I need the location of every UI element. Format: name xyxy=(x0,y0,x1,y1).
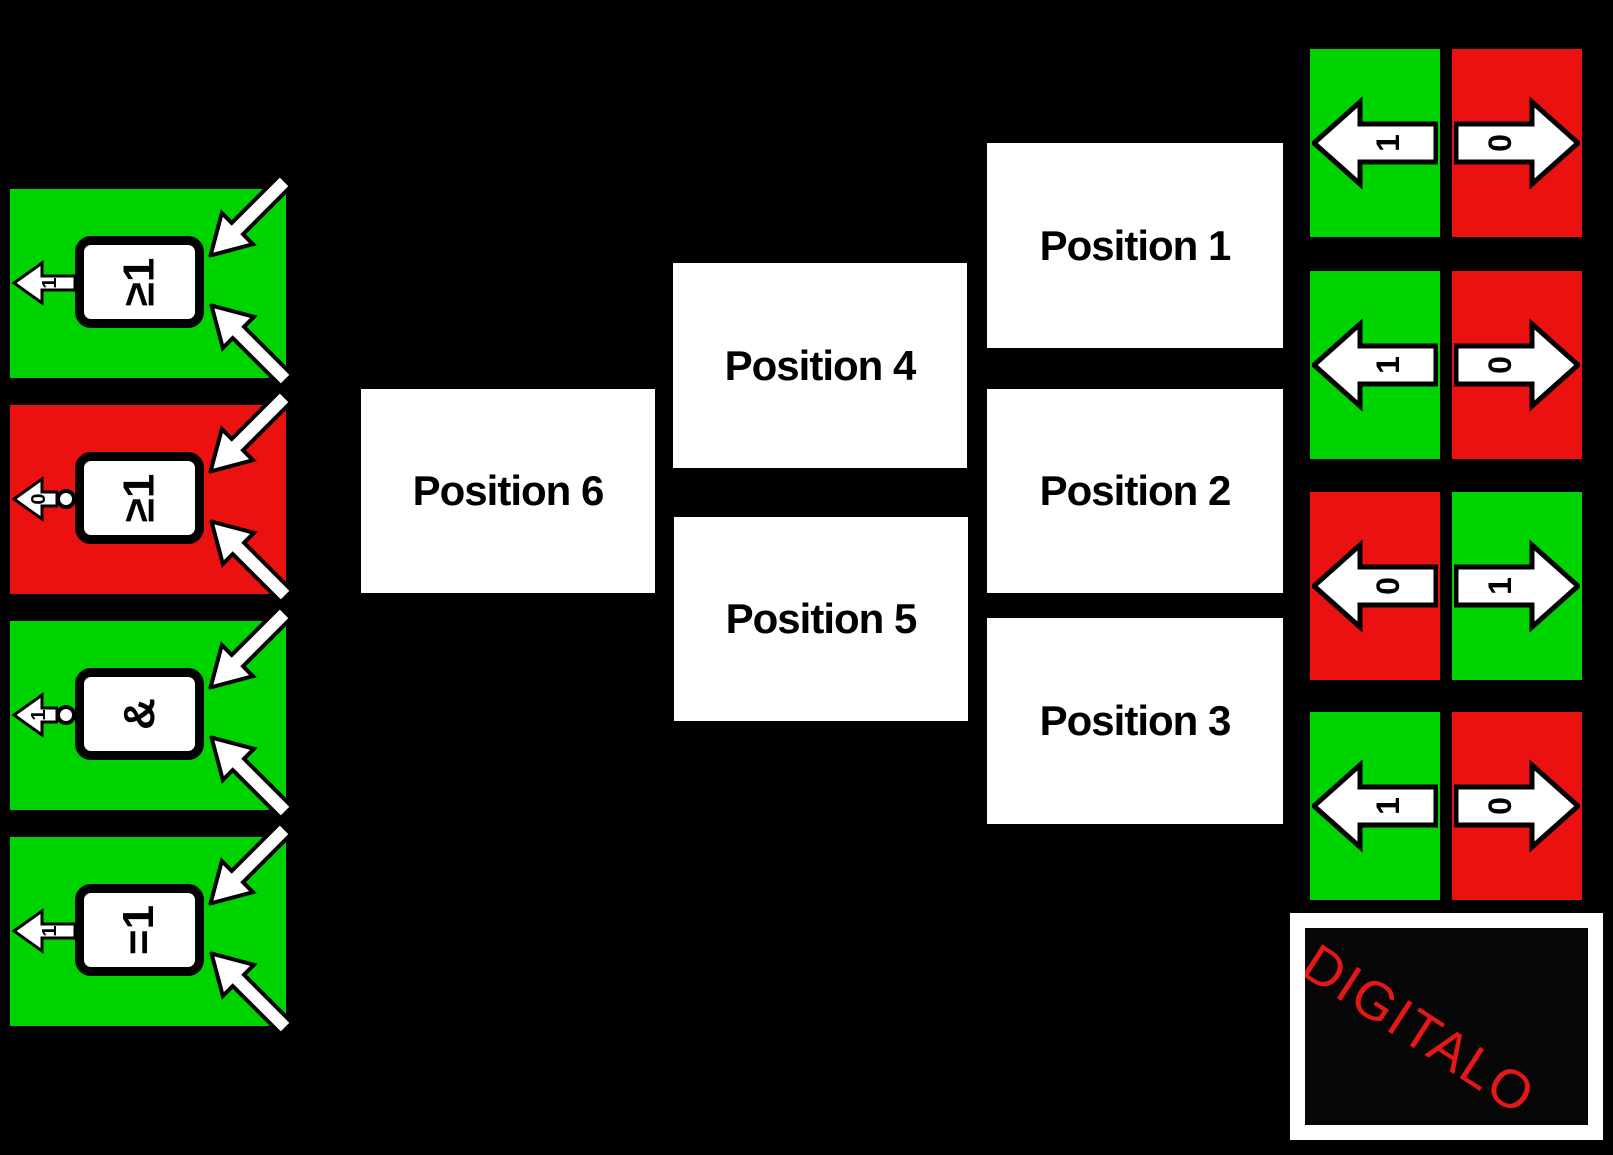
output-value: 1 xyxy=(38,925,61,937)
gate-symbol-box: =1 xyxy=(75,884,204,976)
tile-value: 1 xyxy=(1369,797,1406,815)
tile-value: 0 xyxy=(1481,134,1518,152)
input-arrow-icon xyxy=(208,302,295,389)
input-arrow-icon xyxy=(208,734,295,821)
input-arrow-icon xyxy=(207,604,294,691)
output-tile-1-right[interactable]: 1 xyxy=(1452,492,1582,680)
output-tile-0-right[interactable]: 0 xyxy=(1452,712,1582,900)
digitalo-logo: DIGITALO xyxy=(1290,913,1603,1140)
output-tile-0-left[interactable]: 0 xyxy=(1310,492,1440,680)
output-tile-0-right[interactable]: 0 xyxy=(1452,271,1582,459)
output-tile-0-right[interactable]: 0 xyxy=(1452,49,1582,237)
tile-value: 1 xyxy=(1369,356,1406,374)
input-arrow-icon xyxy=(208,518,295,605)
position-box-2[interactable]: Position 2 xyxy=(987,389,1283,593)
position-label: Position 2 xyxy=(1039,467,1232,514)
position-box-3[interactable]: Position 3 xyxy=(987,618,1283,824)
gate-tile-nand[interactable]: 1 & xyxy=(10,604,295,821)
logo-text: DIGITALO xyxy=(1291,932,1546,1127)
tile-value: 0 xyxy=(1481,356,1518,374)
inversion-bubble-icon xyxy=(56,489,76,509)
output-tile-1-left[interactable]: 1 xyxy=(1310,712,1440,900)
gate-tile-xor[interactable]: 1 =1 xyxy=(10,820,295,1037)
gate-label: & xyxy=(114,698,164,730)
arrow-right-icon xyxy=(1454,96,1580,190)
position-box-6[interactable]: Position 6 xyxy=(361,389,655,593)
position-box-1[interactable]: Position 1 xyxy=(987,143,1283,348)
position-label: Position 5 xyxy=(725,595,918,642)
position-box-4[interactable]: Position 4 xyxy=(673,263,967,468)
arrow-right-icon xyxy=(1454,759,1580,853)
gate-tile-or[interactable]: 1 ≥1 xyxy=(10,172,295,389)
position-label: Position 4 xyxy=(724,341,917,389)
gate-tile-nor[interactable]: 0 ≥1 xyxy=(10,388,295,605)
tile-value: 0 xyxy=(1369,577,1406,595)
arrow-right-icon xyxy=(1454,318,1580,412)
gate-label: =1 xyxy=(114,904,164,956)
input-arrow-icon xyxy=(207,172,294,259)
tile-value: 0 xyxy=(1481,797,1518,815)
position-label: Position 3 xyxy=(1039,697,1232,744)
output-tile-1-left[interactable]: 1 xyxy=(1310,49,1440,237)
gate-symbol-box: ≥1 xyxy=(75,452,204,544)
position-label: Position 1 xyxy=(1039,221,1232,269)
arrow-left-icon xyxy=(1312,318,1438,412)
gate-label: ≥1 xyxy=(114,473,164,523)
output-value: 1 xyxy=(27,709,50,721)
output-value: 0 xyxy=(27,493,50,505)
input-arrow-icon xyxy=(208,950,295,1037)
tile-value: 1 xyxy=(1481,577,1518,595)
arrow-left-icon xyxy=(1312,539,1438,633)
tile-value: 1 xyxy=(1369,134,1406,152)
output-tile-1-left[interactable]: 1 xyxy=(1310,271,1440,459)
position-label: Position 6 xyxy=(412,467,605,514)
arrow-left-icon xyxy=(1312,759,1438,853)
position-box-5[interactable]: Position 5 xyxy=(674,517,968,721)
gate-symbol-box: & xyxy=(75,668,204,760)
input-arrow-icon xyxy=(207,820,294,907)
output-value: 1 xyxy=(38,277,61,289)
inversion-bubble-icon xyxy=(56,705,76,725)
arrow-right-icon xyxy=(1454,539,1580,633)
gate-label: ≥1 xyxy=(114,257,164,307)
arrow-left-icon xyxy=(1312,96,1438,190)
input-arrow-icon xyxy=(207,388,294,475)
gate-symbol-box: ≥1 xyxy=(75,236,204,328)
